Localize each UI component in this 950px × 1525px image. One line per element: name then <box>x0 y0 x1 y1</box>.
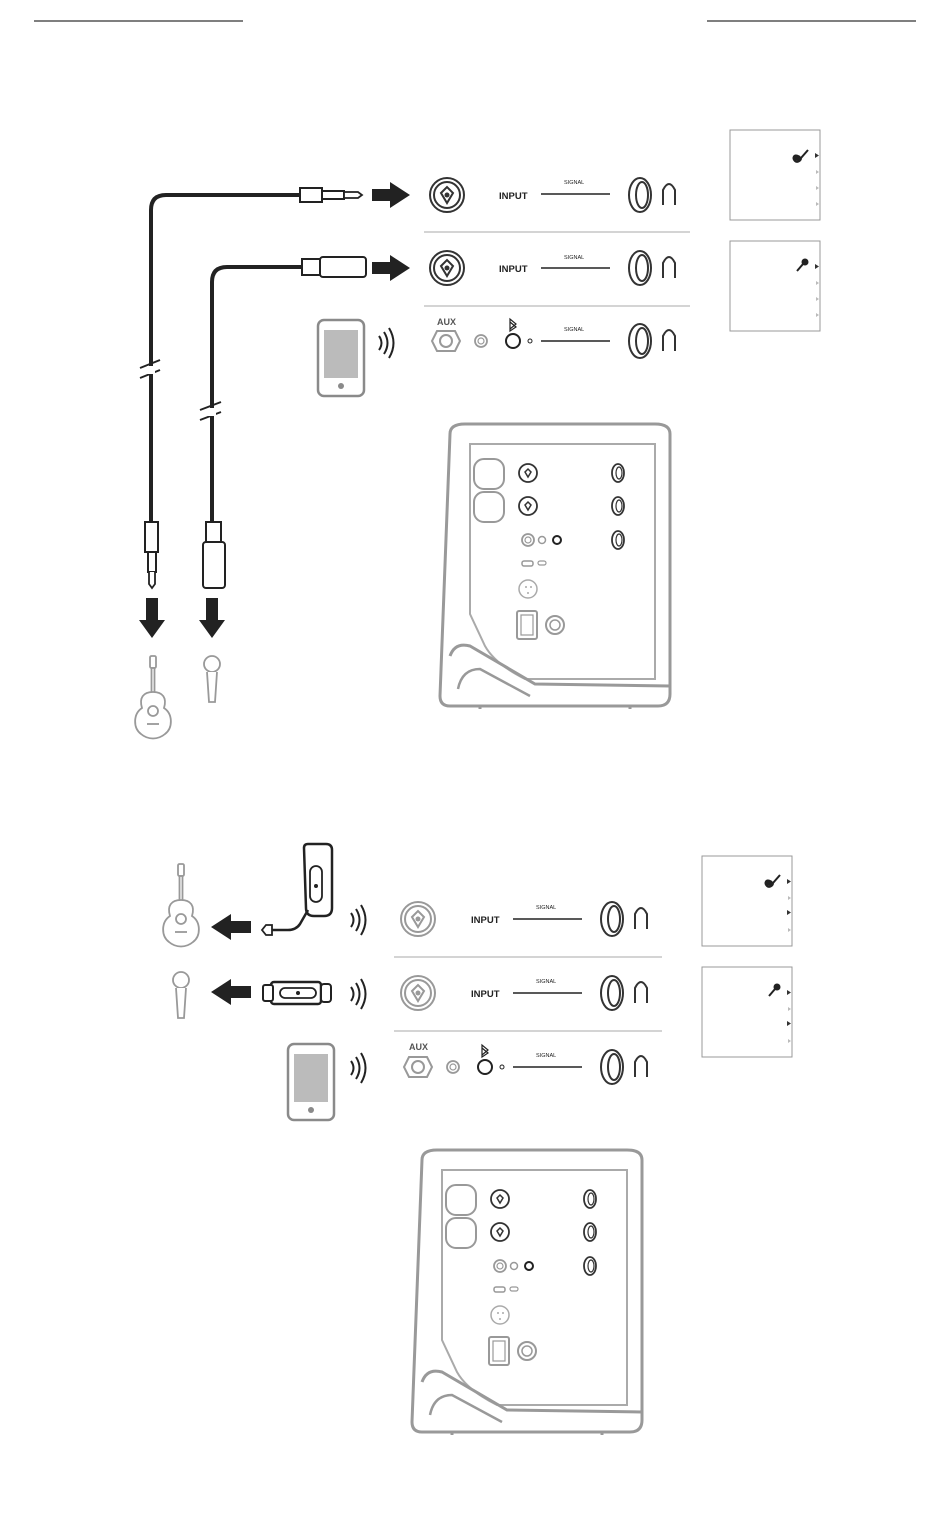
channel-knob-3 <box>629 324 675 358</box>
guitar-icon <box>135 656 171 739</box>
arrow-down <box>139 598 165 638</box>
input-label-1: INPUT <box>499 191 528 202</box>
aux-jack <box>432 331 460 351</box>
input-label-2: INPUT <box>499 264 528 275</box>
speaker-rear-panel <box>440 424 670 709</box>
channel-1-settings-box <box>730 130 820 220</box>
xlr-cable <box>200 257 366 588</box>
arrow-down <box>199 598 225 638</box>
phone-icon <box>318 320 364 396</box>
input-label-1: INPUT <box>471 915 500 926</box>
wireless-waves-icon <box>351 905 366 935</box>
signal-label-2: SIGNAL <box>564 255 584 261</box>
wired-setup-diagram: INPUT SIGNAL INPUT SIGNAL AUX SIGNAL <box>135 130 820 739</box>
signal-label-2: SIGNAL <box>536 979 556 985</box>
channel-knob-2 <box>601 976 647 1010</box>
combo-jack-1 <box>401 902 435 936</box>
channel-knob-1 <box>601 902 647 936</box>
speaker-rear-panel <box>412 1150 642 1435</box>
combo-jack-1 <box>430 178 464 212</box>
guitar-icon <box>163 864 199 947</box>
arrow-left <box>211 979 251 1005</box>
channel-knob-1 <box>629 178 675 212</box>
wireless-waves-icon <box>351 979 366 1009</box>
signal-label-3: SIGNAL <box>564 327 584 333</box>
channel-knob-3 <box>601 1050 647 1084</box>
wireless-waves-icon <box>351 1053 366 1083</box>
bluetooth-button <box>506 334 520 348</box>
aux-label: AUX <box>437 317 456 327</box>
input-label-2: INPUT <box>471 989 500 1000</box>
aux-label: AUX <box>409 1042 428 1052</box>
combo-jack-2 <box>401 976 435 1010</box>
channel-knob-2 <box>629 251 675 285</box>
microphone-icon <box>173 972 189 1018</box>
combo-jack-2 <box>430 251 464 285</box>
phone-icon <box>288 1044 334 1120</box>
wireless-transmitter-mic <box>263 982 331 1004</box>
channel-2-settings-box <box>702 967 792 1057</box>
aux-jack <box>404 1057 432 1077</box>
bluetooth-button <box>478 1060 492 1074</box>
channel-2-settings-box <box>730 241 820 331</box>
channel-1-settings-box <box>702 856 792 946</box>
bluetooth-icon <box>482 1045 488 1057</box>
wireless-transmitter-guitar <box>262 844 332 935</box>
arrow-left <box>211 914 251 940</box>
signal-label-1: SIGNAL <box>564 180 584 186</box>
signal-label-1: SIGNAL <box>536 905 556 911</box>
arrow-right <box>372 182 410 208</box>
bluetooth-icon <box>510 319 516 331</box>
microphone-icon <box>204 656 220 702</box>
wireless-waves-icon <box>379 328 394 358</box>
wireless-setup-diagram: INPUT SIGNAL INPUT SIGNAL AUX SIGNAL <box>163 844 792 1435</box>
arrow-right <box>372 255 410 281</box>
signal-label-3: SIGNAL <box>536 1053 556 1059</box>
